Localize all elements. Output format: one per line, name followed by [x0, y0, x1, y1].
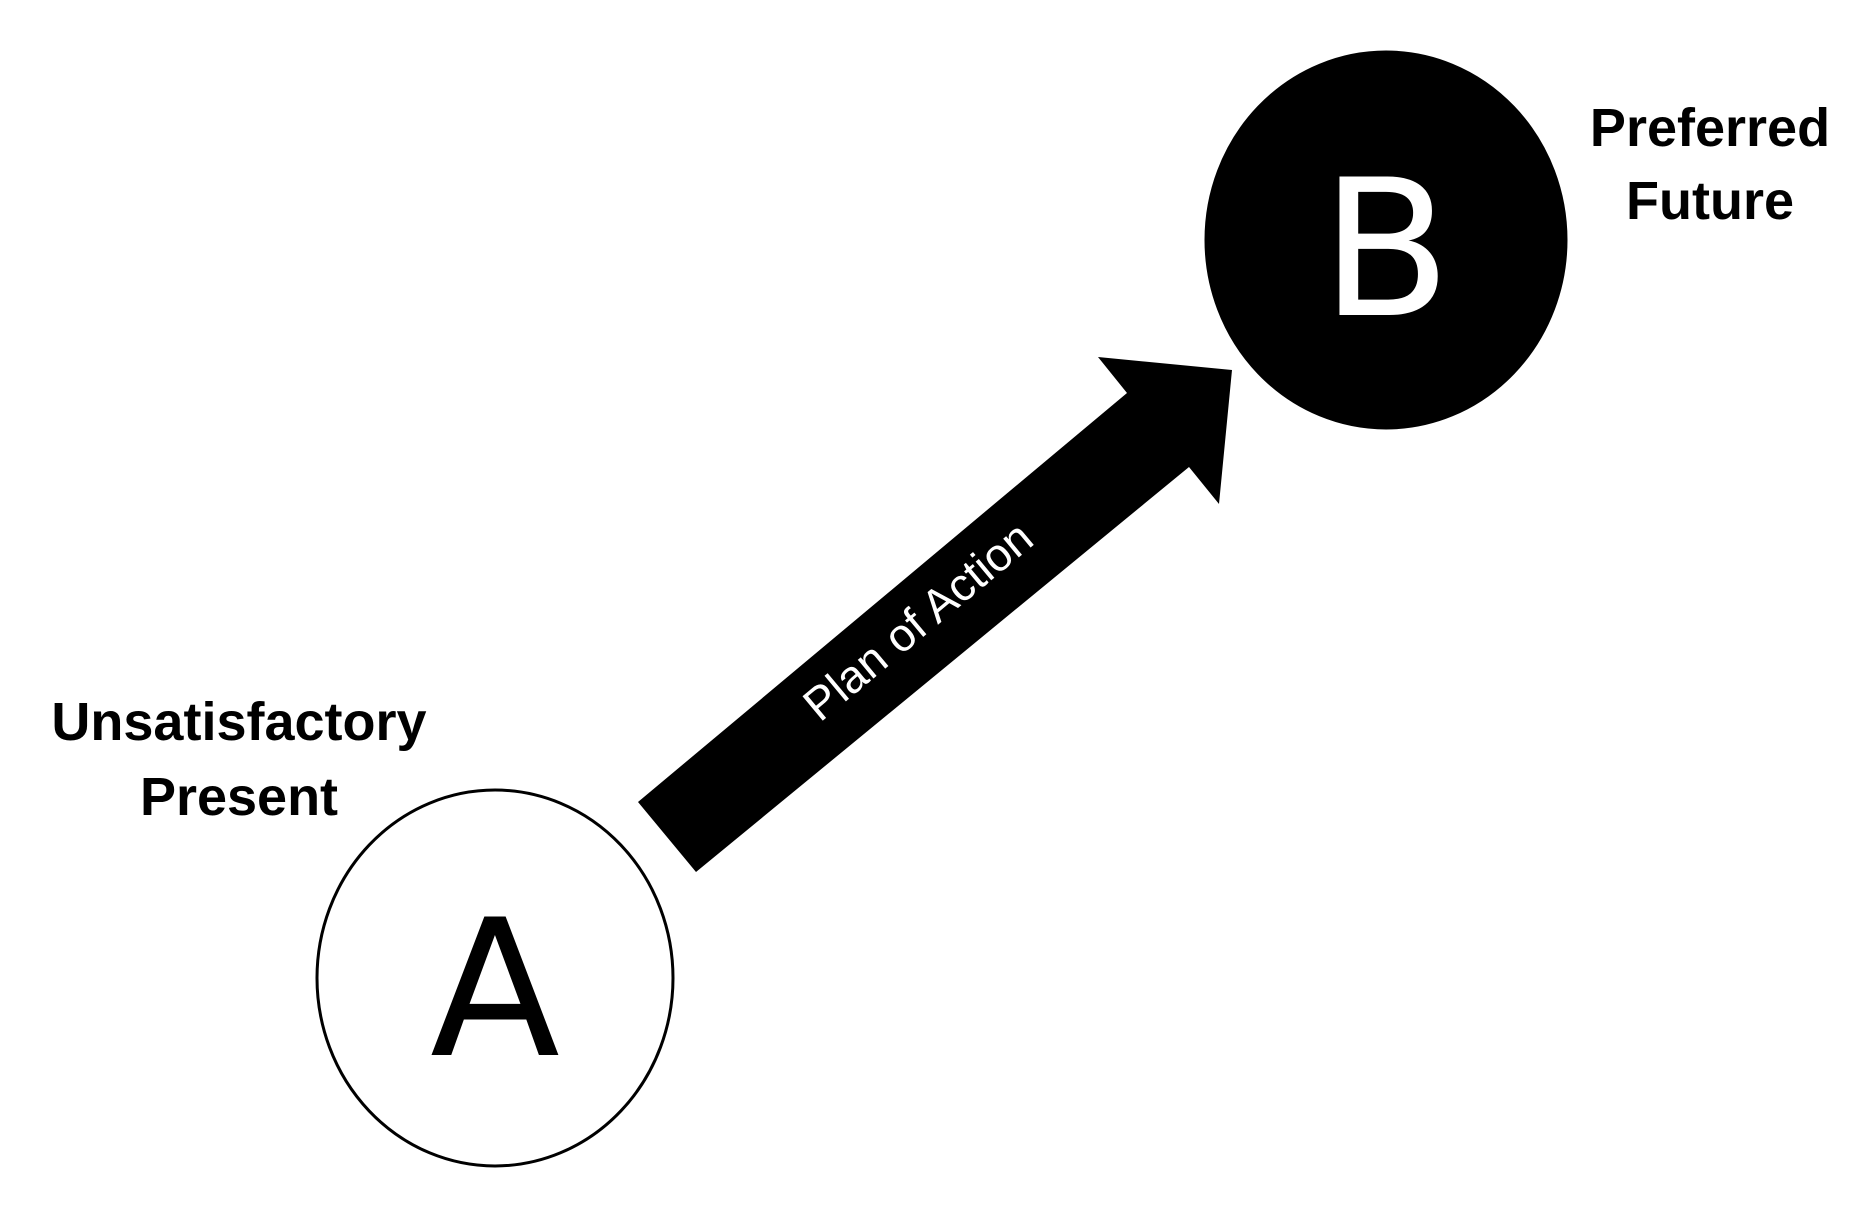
node-a-label-line1: Unsatisfactory	[51, 692, 426, 752]
node-a: A	[315, 788, 675, 1168]
node-b-circle	[1204, 50, 1568, 430]
node-a-letter: A	[430, 879, 560, 1100]
arrow-label: Plan of Action	[793, 511, 1042, 731]
node-a-circle	[315, 788, 675, 1168]
node-b-letter: B	[1321, 139, 1451, 360]
node-a-label-line2: Present	[140, 767, 338, 827]
node-b-label-line2: Future	[1626, 171, 1794, 231]
node-b: B	[1204, 50, 1568, 430]
arrow-shape	[638, 357, 1232, 872]
plan-of-action-arrow: Plan of Action	[638, 357, 1232, 872]
node-b-label-line1: Preferred	[1590, 98, 1830, 158]
